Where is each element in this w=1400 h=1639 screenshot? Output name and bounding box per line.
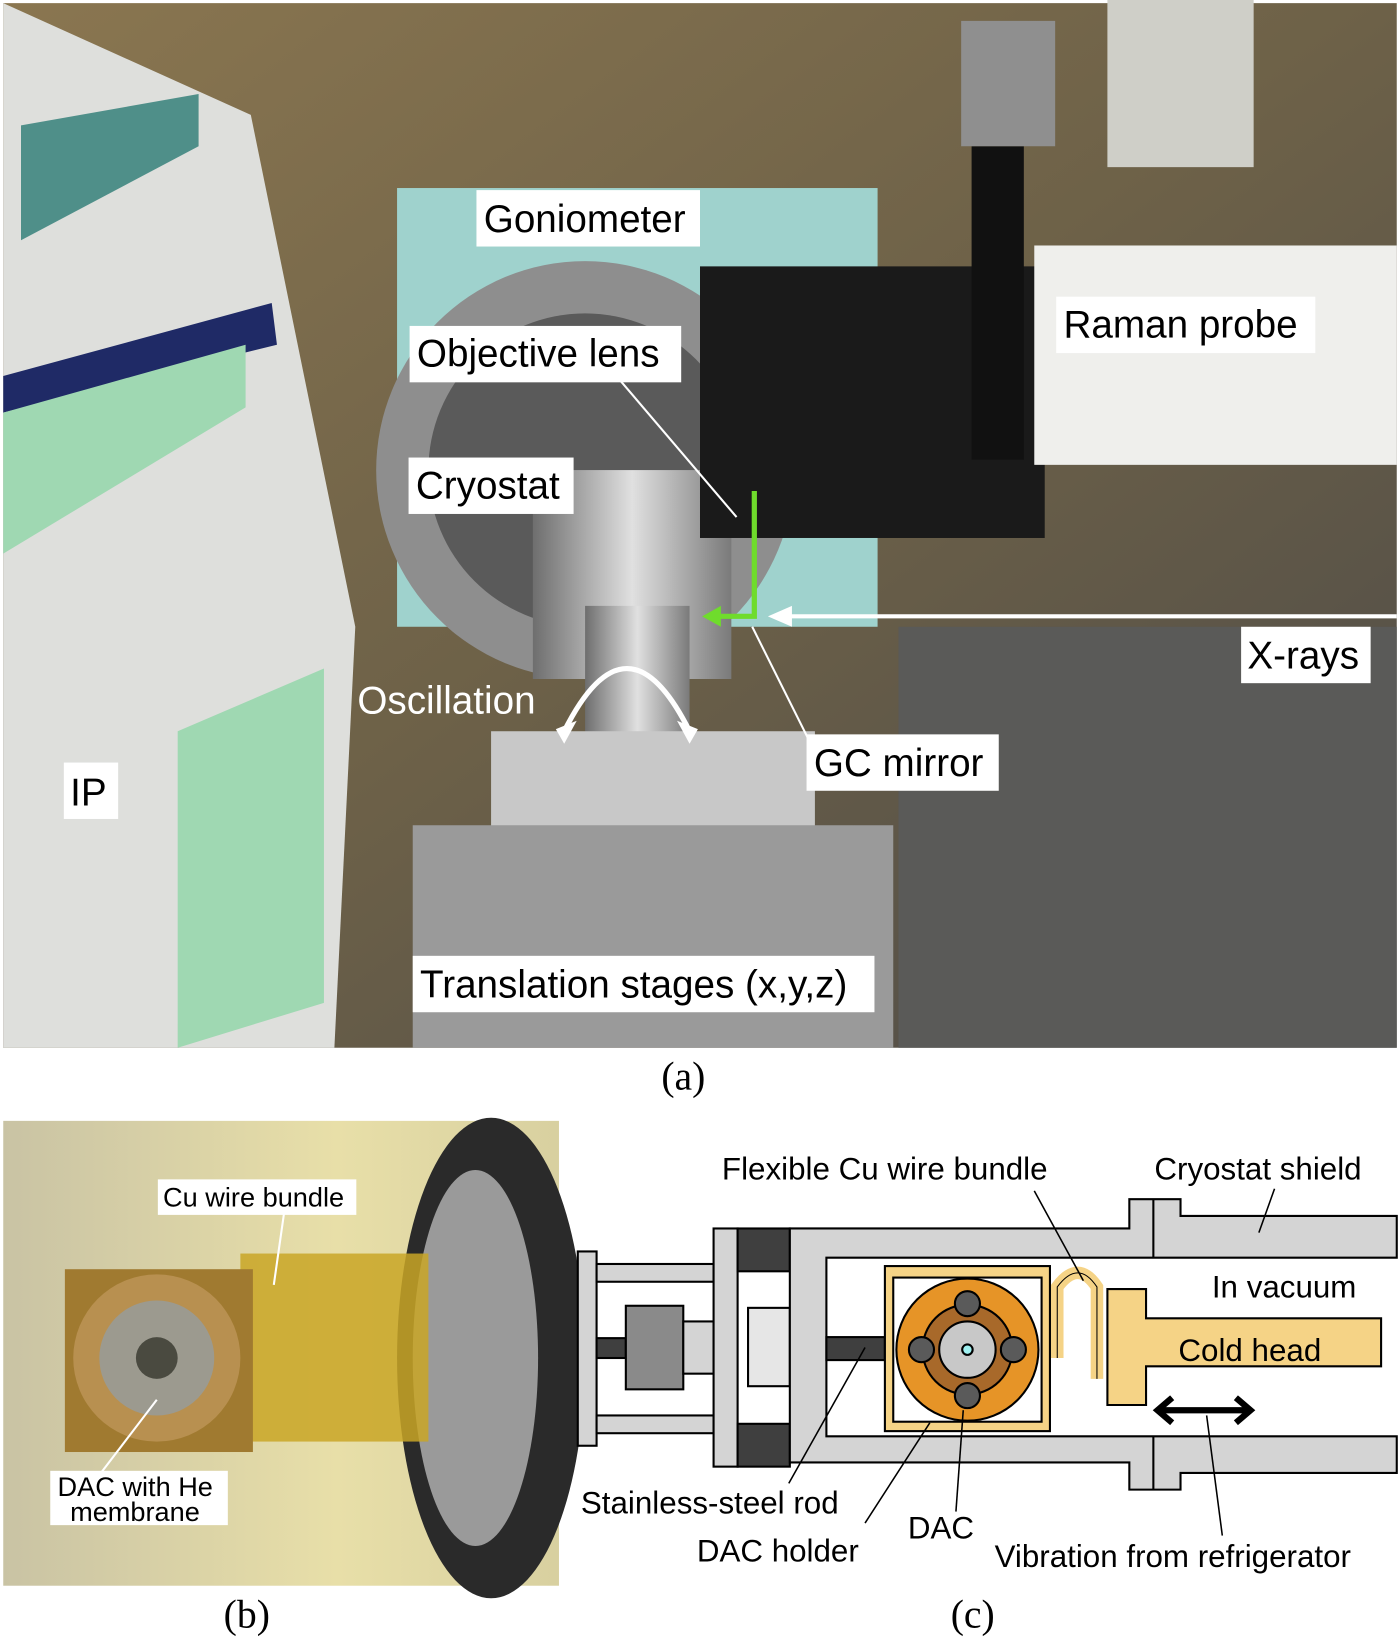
beam-path-arrow: [710, 490, 757, 619]
translation-stage-body: [412, 825, 894, 1048]
label-cryostat-shield: Cryostat shield: [1154, 1151, 1361, 1186]
label-cryostat: Cryostat: [416, 464, 560, 507]
oscillation-arrow: [561, 665, 692, 733]
photo-b: Cu wire bundle DAC with He membrane: [3, 1117, 586, 1599]
label-translation-stages: Translation stages (x,y,z): [420, 964, 847, 1007]
label-in-vacuum: In vacuum: [1212, 1269, 1357, 1304]
label-dac-membrane-1: DAC with He: [58, 1471, 213, 1502]
label-xrays: X-rays: [1247, 635, 1359, 678]
label-dac: DAC: [908, 1511, 974, 1546]
label-cu-wire-bundle: Cu wire bundle: [163, 1182, 344, 1213]
label-flexible-cu: Flexible Cu wire bundle: [722, 1151, 1048, 1186]
label-ip: IP: [70, 771, 107, 814]
cold-head-shape: [1106, 1288, 1383, 1407]
cryostat-shield-shape: [788, 1198, 1398, 1491]
label-goniometer: Goniometer: [484, 198, 686, 241]
stainless-steel-rod-shape: [825, 1336, 886, 1362]
diagram-c-labels: Flexible Cu wire bundle Cryostat shield …: [581, 1151, 1362, 1574]
label-gc-mirror: GC mirror: [814, 742, 984, 785]
caption-b: (b): [224, 1593, 270, 1637]
photo-a: Goniometer Objective lens Cryostat Raman…: [3, 0, 1397, 1048]
label-objective-lens: Objective lens: [417, 333, 660, 376]
label-raman-probe: Raman probe: [1064, 303, 1298, 346]
caption-c: (c): [951, 1593, 995, 1637]
caption-a: (a): [661, 1055, 705, 1099]
label-stainless-rod: Stainless-steel rod: [581, 1486, 839, 1521]
label-dac-membrane-2: membrane: [70, 1496, 200, 1527]
label-dac-holder: DAC holder: [697, 1534, 859, 1569]
label-cold-head: Cold head: [1178, 1333, 1321, 1368]
label-oscillation: Oscillation: [357, 679, 535, 722]
diagram-c: [576, 1188, 1398, 1536]
label-vibration: Vibration from refrigerator: [995, 1539, 1351, 1574]
